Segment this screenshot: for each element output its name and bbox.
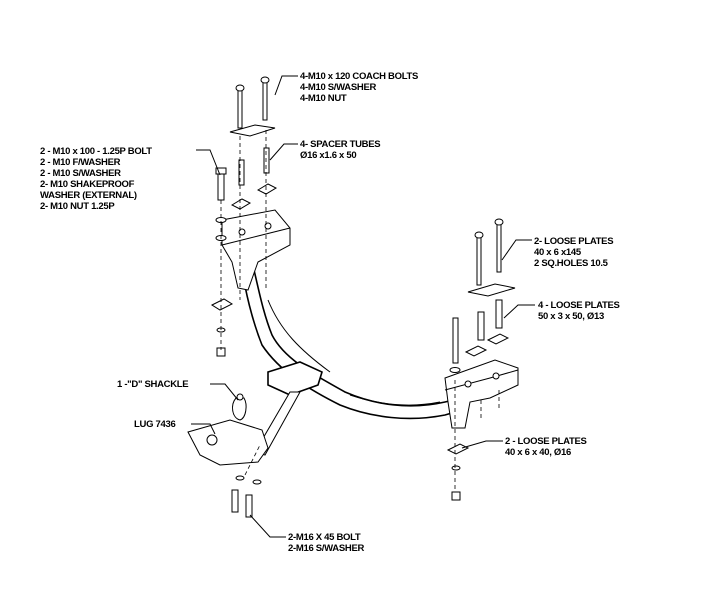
- callout-line: 40 x 6 x 40, Ø16: [505, 447, 571, 458]
- cross-bar: [241, 260, 463, 420]
- callout-line: 2 - M10 F/WASHER: [40, 157, 121, 168]
- right-mounting-bracket: [444, 359, 519, 429]
- callout-line: 2 - M10 S/WASHER: [40, 168, 121, 179]
- callout-line: 2- LOOSE PLATES: [534, 236, 614, 247]
- leader-lines: [191, 75, 535, 538]
- callout-m16-bolt: 2-M16 X 45 BOLT 2-M16 S/WASHER: [288, 532, 364, 554]
- callout-loose-plates-40: 2 - LOOSE PLATES 40 x 6 x 40, Ø16: [505, 436, 587, 458]
- tow-tongue: [187, 361, 323, 466]
- callout-line: 50 x 3 x 50, Ø13: [538, 311, 604, 322]
- callout-spacer-tubes: 4- SPACER TUBES Ø16 x1.6 x 50: [300, 139, 381, 161]
- left-mounting-bracket: [221, 209, 291, 291]
- callout-line: 2-M16 S/WASHER: [288, 543, 365, 554]
- callout-loose-plates-145: 2- LOOSE PLATES 40 x 6 x145 2 SQ.HOLES 1…: [534, 236, 614, 269]
- callout-coach-bolts: 4-M10 x 120 COACH BOLTS 4-M10 S/WASHER 4…: [300, 71, 418, 104]
- callout-line: 2 SQ.HOLES 10.5: [534, 258, 608, 269]
- m16-bolts: [231, 444, 262, 518]
- callout-line: 1 -"D" SHACKLE: [117, 379, 189, 390]
- callout-line: 40 x 6 x145: [534, 247, 581, 258]
- callout-line: WASHER (EXTERNAL): [40, 190, 137, 201]
- callout-loose-plates-50: 4 - LOOSE PLATES 50 x 3 x 50, Ø13: [538, 300, 620, 322]
- callout-d-shackle: 1 -"D" SHACKLE: [117, 379, 189, 390]
- right-bolt-stack: [446, 218, 516, 501]
- callout-line: 2- M10 NUT 1.25P: [40, 201, 115, 212]
- callout-line: 2 - M10 x 100 - 1.25P BOLT: [40, 146, 152, 157]
- callout-line: 4-M10 S/WASHER: [300, 82, 377, 93]
- callout-line: 4 - LOOSE PLATES: [538, 300, 620, 311]
- d-shackle: [232, 393, 247, 421]
- callout-line: 2 - LOOSE PLATES: [505, 436, 587, 447]
- callout-line: Ø16 x1.6 x 50: [300, 150, 357, 161]
- callout-line: 4- SPACER TUBES: [300, 139, 381, 150]
- callout-line: LUG 7436: [134, 419, 176, 430]
- m10-bolt-stack: [210, 167, 234, 357]
- callout-line: 2- M10 SHAKEPROOF: [40, 179, 135, 190]
- callout-m10-bolt: 2 - M10 x 100 - 1.25P BOLT 2 - M10 F/WAS…: [40, 146, 152, 212]
- callout-line: 4-M10 NUT: [300, 93, 347, 104]
- callout-line: 4-M10 x 120 COACH BOLTS: [300, 71, 419, 82]
- coach-bolts-group: [229, 76, 278, 300]
- callout-line: 2-M16 X 45 BOLT: [288, 532, 361, 543]
- callout-lug: LUG 7436: [134, 419, 176, 430]
